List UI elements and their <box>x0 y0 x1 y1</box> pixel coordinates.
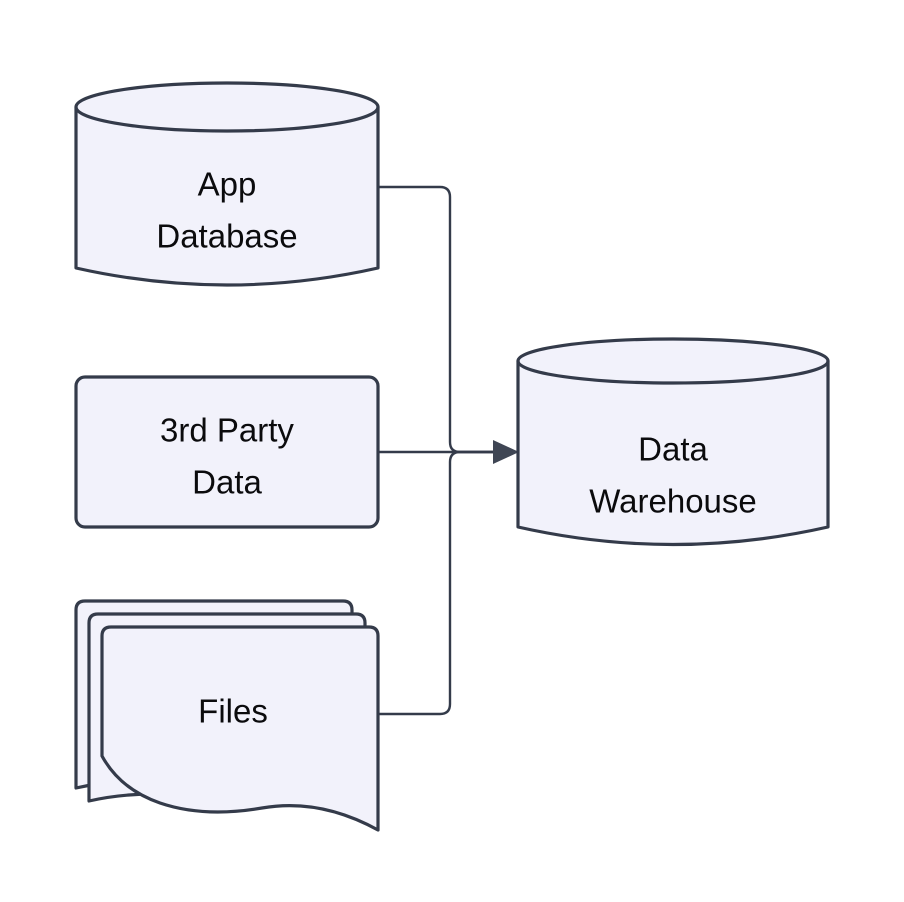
data-warehouse-cylinder-body <box>516 337 830 547</box>
files-sheet-front <box>100 625 380 832</box>
app-database-cylinder-body <box>74 81 380 287</box>
app-database-cylinder-top-ellipse <box>74 105 380 133</box>
third-party-data-label-line2: Data <box>192 464 262 501</box>
app-database-label-line1: App <box>198 166 257 203</box>
node-app-database[interactable]: App Database <box>74 81 380 287</box>
files-label-line1: Files <box>198 693 268 730</box>
data-warehouse-cylinder-top-ellipse <box>516 359 830 385</box>
arrowhead-icon <box>493 440 519 464</box>
node-data-warehouse[interactable]: Data Warehouse <box>516 337 830 547</box>
edge-files-to-warehouse <box>378 450 494 716</box>
edge-layer <box>378 185 519 716</box>
node-files[interactable]: Files <box>74 599 380 832</box>
edge-app-database-to-warehouse <box>378 185 494 454</box>
third-party-data-rect <box>74 375 380 529</box>
app-database-label-line2: Database <box>156 218 297 255</box>
third-party-data-label-line1: 3rd Party <box>160 412 294 449</box>
node-third-party-data[interactable]: 3rd Party Data <box>74 375 380 529</box>
data-warehouse-label-line2: Warehouse <box>589 483 757 520</box>
data-warehouse-label-line1: Data <box>638 431 708 468</box>
